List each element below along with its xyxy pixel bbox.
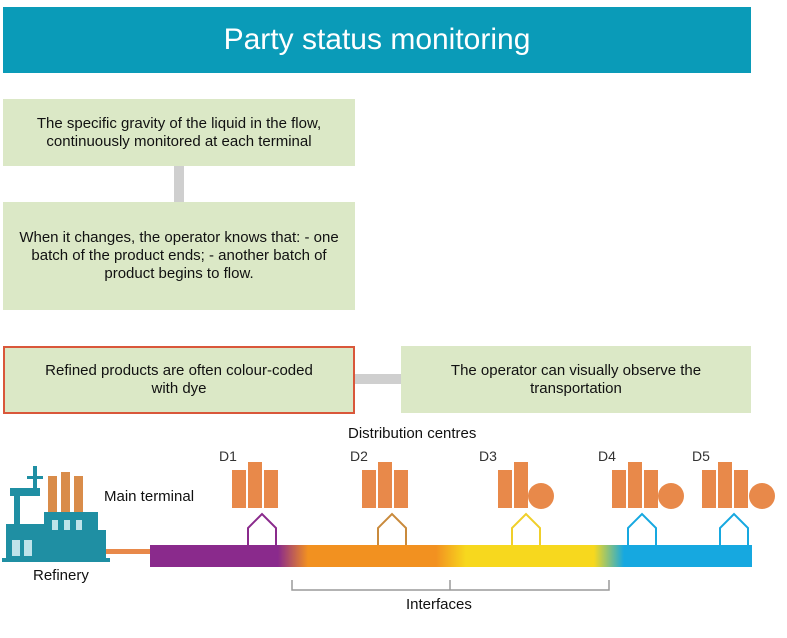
refinery-icon	[2, 466, 110, 562]
blue-batch	[624, 545, 752, 567]
observe-box: The operator can visually observe the tr…	[401, 346, 751, 413]
horizontal-connector	[355, 374, 401, 384]
interfaces-label: Interfaces	[406, 596, 472, 613]
depot-tanks-d1	[232, 462, 278, 508]
depot-label: D2	[350, 448, 368, 464]
connector-d2	[377, 512, 407, 545]
depot-label: D1	[219, 448, 237, 464]
connector-d3	[511, 512, 541, 545]
gravity-box: The specific gravity of the liquid in th…	[3, 99, 355, 166]
interface-2	[436, 545, 466, 567]
depot-tanks-d5	[702, 462, 775, 509]
purple-batch	[150, 545, 278, 567]
depot-label: D4	[598, 448, 616, 464]
depot-label: D5	[692, 448, 710, 464]
connector-d5	[719, 512, 749, 545]
depot-tanks-d2	[362, 462, 408, 508]
depot-tanks-d4	[612, 462, 684, 509]
interfaces-bracket	[291, 580, 610, 591]
orange-batch	[308, 545, 436, 567]
pipeline-diagram: D1 D2 D3 D4 D5	[2, 448, 775, 591]
connector-d4	[627, 512, 657, 545]
page-title: Party status monitoring	[3, 7, 751, 73]
depot-label: D3	[479, 448, 497, 464]
connector-d1	[247, 512, 277, 545]
dye-box: Refined products are often colour-coded …	[3, 346, 355, 414]
depot-tanks-d3	[498, 462, 554, 509]
yellow-batch	[466, 545, 594, 567]
vertical-connector	[174, 166, 184, 202]
main-terminal-label: Main terminal	[104, 488, 195, 505]
change-box: When it changes, the operator knows that…	[3, 202, 355, 310]
interface-3	[594, 545, 624, 567]
refinery-label: Refinery	[33, 567, 89, 584]
distribution-label: Distribution centres	[348, 425, 477, 442]
feed-pipe	[106, 549, 150, 554]
interface-1	[278, 545, 308, 567]
